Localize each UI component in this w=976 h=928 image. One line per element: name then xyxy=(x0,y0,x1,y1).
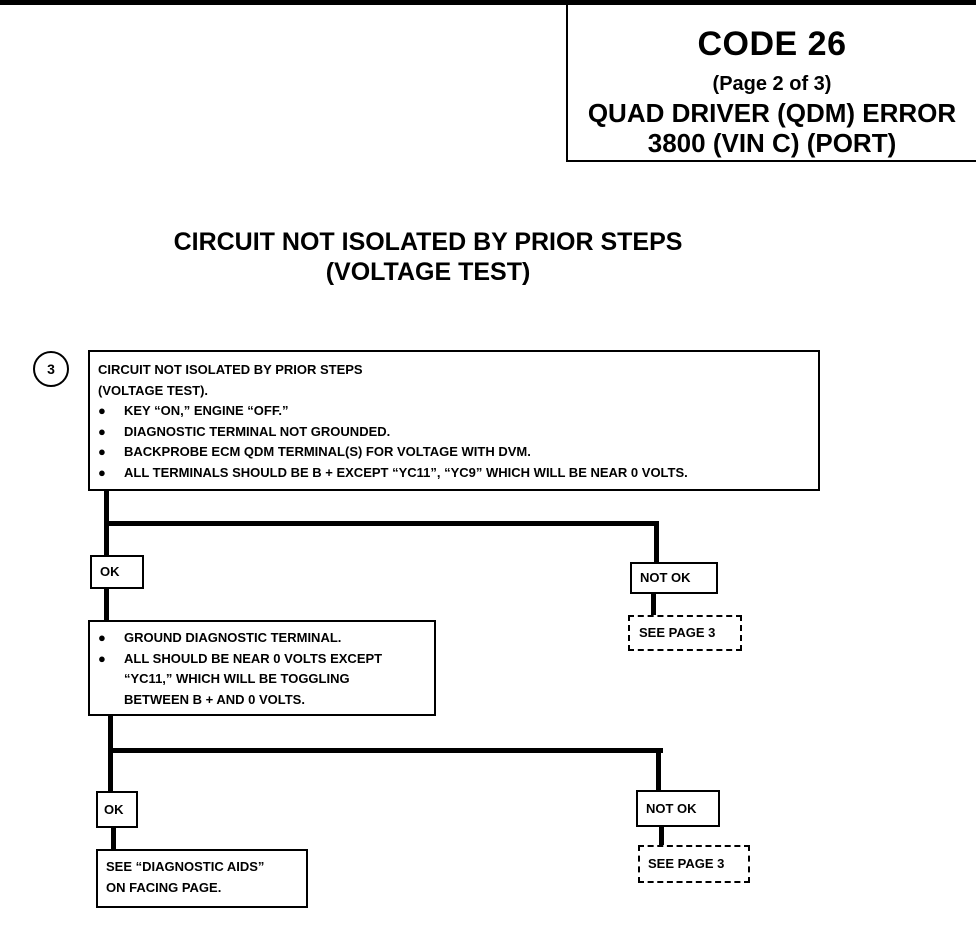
page-indicator: (Page 2 of 3) xyxy=(712,73,832,95)
step-bullet: ●KEY “ON,” ENGINE “OFF.” xyxy=(98,401,818,422)
section-heading-1: CIRCUIT NOT ISOLATED BY PRIOR STEPS xyxy=(173,228,683,256)
connector-notok2-down xyxy=(656,748,661,790)
not-ok-label-2: NOT OK xyxy=(636,790,720,827)
step-title: CIRCUIT NOT ISOLATED BY PRIOR STEPS xyxy=(98,362,363,377)
step-bullet: ●BACKPROBE ECM QDM TERMINAL(S) FOR VOLTA… xyxy=(98,442,818,463)
bullet-icon: ● xyxy=(98,630,106,645)
top-rule xyxy=(0,0,976,5)
section-heading-2: (VOLTAGE TEST) xyxy=(325,258,531,286)
diagnostic-aids-ref-sub: ON FACING PAGE. xyxy=(106,879,222,895)
ok-label-2: OK xyxy=(96,791,138,828)
connector-step2-down xyxy=(108,716,113,791)
step-bullet: ●ALL TERMINALS SHOULD BE B + EXCEPT “YC1… xyxy=(98,463,818,484)
step-bullet: ●DIAGNOSTIC TERMINAL NOT GROUNDED. xyxy=(98,422,818,443)
connector-notok2-to-see xyxy=(659,827,664,845)
see-page-3-ref-1: SEE PAGE 3 xyxy=(628,615,742,651)
connector-ok2-down xyxy=(111,828,116,849)
step-3-box: CIRCUIT NOT ISOLATED BY PRIOR STEPS (VOL… xyxy=(88,350,820,491)
bullet-icon: ● xyxy=(98,423,106,439)
step-number-badge: 3 xyxy=(33,351,69,387)
bullet-icon: ● xyxy=(98,650,106,666)
not-ok-label-1: NOT OK xyxy=(630,562,718,594)
see-page-3-ref-2: SEE PAGE 3 xyxy=(638,845,750,883)
see-diagnostic-aids-box: SEE “DIAGNOSTIC AIDS” ON FACING PAGE. xyxy=(96,849,308,908)
bullet-icon: ● xyxy=(98,464,106,480)
bullet-icon: ● xyxy=(98,403,106,418)
connector-branch1-horizontal xyxy=(104,521,659,526)
step-title-sub: (VOLTAGE TEST). xyxy=(98,382,209,398)
step2-bullet: ●GROUND DIAGNOSTIC TERMINAL. xyxy=(98,628,434,649)
connector-branch2-horizontal xyxy=(108,748,663,753)
step-ground-box: ●GROUND DIAGNOSTIC TERMINAL. ●ALL SHOULD… xyxy=(88,620,436,716)
code-subtitle-2: 3800 (VIN C) (PORT) xyxy=(647,128,897,158)
connector-notok1-to-see xyxy=(651,594,656,615)
ok-label-1: OK xyxy=(90,555,144,589)
code-header-box: CODE 26 (Page 2 of 3) QUAD DRIVER (QDM) … xyxy=(566,5,976,162)
bullet-icon: ● xyxy=(98,444,106,459)
step2-bullet-continued: “YC11,” WHICH WILL BE TOGGLING xyxy=(124,671,350,686)
step2-bullet-continued: BETWEEN B + AND 0 VOLTS. xyxy=(124,691,305,707)
code-subtitle-1: QUAD DRIVER (QDM) ERROR xyxy=(587,98,957,128)
step2-bullet: ●ALL SHOULD BE NEAR 0 VOLTS EXCEPT xyxy=(98,649,434,670)
code-title: CODE 26 xyxy=(697,25,847,63)
connector-notok1-down xyxy=(654,521,659,562)
diagnostic-aids-ref: SEE “DIAGNOSTIC AIDS” xyxy=(106,859,265,874)
connector-ok1-down xyxy=(104,589,109,620)
